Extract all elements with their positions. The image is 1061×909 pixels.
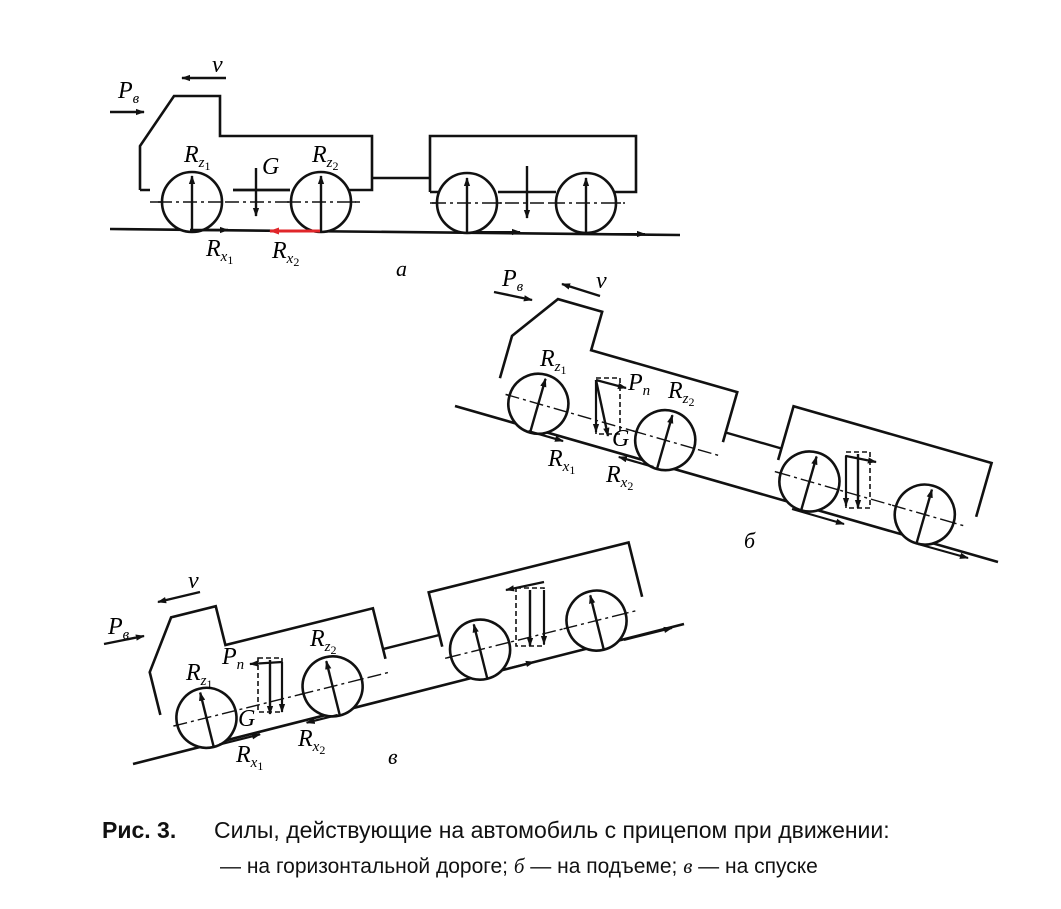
panel-letter-b: б — [744, 528, 756, 553]
caption-title: Силы, действующие на автомобиль с прицеп… — [214, 817, 890, 843]
label-tangent-reaction-2: Rx2 — [605, 462, 633, 493]
label-normal-reaction-2: Rz2 — [667, 378, 695, 409]
label-air-force: Pв — [107, 614, 130, 643]
slope-force-arrow — [595, 378, 627, 390]
road-direction-arrow — [623, 626, 673, 641]
figure-caption: Рис. 3. Силы, действующие на автомобиль с… — [102, 812, 1042, 885]
normal-reaction-arrow — [325, 660, 341, 715]
label-normal-reaction-2: Rz2 — [309, 626, 337, 657]
caption-line-1: Рис. 3. Силы, действующие на автомобиль с… — [102, 812, 1042, 848]
velocity-arrow — [157, 590, 201, 604]
force-decomposition-trailer — [842, 451, 877, 509]
tow-bar — [382, 633, 440, 651]
label-slope-force: Pп — [627, 370, 650, 399]
tow-bar — [725, 431, 782, 450]
label-tangent-reaction-2: Rx2 — [271, 238, 299, 269]
label-velocity: v — [212, 52, 223, 78]
normal-reaction-arrow — [656, 414, 674, 469]
label-gravity: G — [262, 154, 279, 180]
velocity-arrow — [561, 282, 601, 298]
label-gravity: G — [238, 706, 255, 732]
tangent-reaction-arrow-2 — [617, 455, 654, 468]
force-decomposition-truck — [592, 377, 627, 437]
label-normal-reaction-1: Rz1 — [539, 346, 567, 377]
slope-force-arrow — [845, 454, 877, 464]
road-direction-arrow — [917, 543, 969, 559]
normal-reaction-arrow — [198, 691, 215, 747]
label-slope-force: Pп — [221, 644, 244, 673]
tangent-reaction-arrow-2 — [305, 713, 338, 724]
caption-line-2: — на горизонтальной дороге; б — на подъе… — [102, 848, 1042, 885]
slope-force-arrow — [505, 580, 545, 592]
force-diagram: Pв v Rz1 Rz2 G Rx1 Rx2 а — [103, 52, 999, 773]
caption-label: Рис. 3. — [102, 817, 177, 843]
caption-item-b: — на подъеме; — [530, 855, 678, 878]
label-tangent-reaction-1: Rx1 — [235, 742, 263, 773]
normal-reaction-arrow — [915, 488, 934, 543]
panel-letter-a: а — [396, 256, 407, 281]
force-decomposition-truck — [249, 657, 286, 715]
truck-body — [498, 297, 739, 443]
tangent-reaction-arrow-1 — [528, 430, 564, 443]
label-tangent-reaction-2: Rx2 — [297, 726, 325, 757]
caption-item-a: — на горизонтальной дороге; — [220, 855, 509, 878]
normal-reaction-arrow — [529, 377, 547, 432]
trailer-body — [776, 404, 994, 518]
label-tangent-reaction-1: Rx1 — [205, 236, 233, 267]
panel-v-downhill: Pв v Rz1 Pп Rz2 G Rx1 Rx2 в — [103, 540, 685, 773]
label-tangent-reaction-1: Rx1 — [547, 446, 575, 477]
caption-letter-b: б — [513, 854, 525, 878]
label-gravity: G — [612, 426, 629, 452]
slope-force-arrow — [249, 660, 283, 667]
trailer-body — [427, 540, 644, 647]
panel-b-uphill: Pв v Rz1 Pп Rz2 G Rx1 Rx2 б — [454, 266, 999, 564]
caption-letter-v: в — [683, 854, 693, 878]
panel-letter-v: в — [388, 744, 398, 769]
label-air-force: Pв — [117, 78, 140, 107]
label-normal-reaction-2: Rz2 — [311, 142, 339, 173]
normal-reaction-arrow — [589, 594, 605, 649]
normal-reaction-arrow — [472, 623, 489, 679]
normal-reaction-arrow — [800, 455, 818, 510]
caption-item-c: — на спуске — [698, 855, 818, 878]
force-decomposition-trailer — [505, 580, 548, 647]
truck-body — [148, 604, 387, 716]
tangent-reaction-arrow-1 — [219, 733, 261, 746]
gravity-arrow — [594, 379, 610, 437]
panel-a-horizontal: Pв v Rz1 Rz2 G Rx1 Rx2 а — [109, 52, 681, 281]
label-normal-reaction-1: Rz1 — [185, 660, 213, 691]
label-velocity: v — [596, 268, 607, 294]
label-air-force: Pв — [501, 266, 524, 295]
air-resistance-arrow — [103, 634, 145, 646]
label-normal-reaction-1: Rz1 — [183, 142, 211, 173]
label-velocity: v — [188, 568, 199, 594]
air-resistance-arrow — [493, 290, 533, 302]
